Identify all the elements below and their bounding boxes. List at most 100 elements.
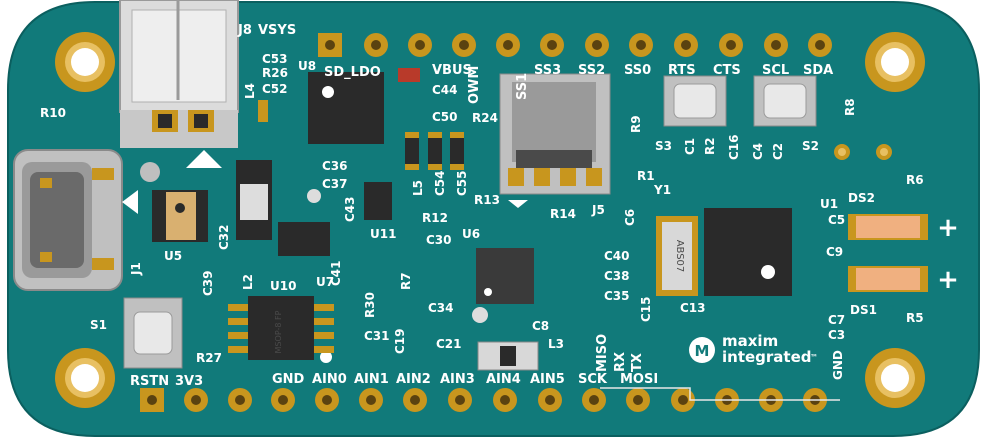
silk-top-sd_ldo: SD_LDO (324, 65, 381, 80)
vbus-led (398, 68, 420, 82)
refdes-c44: C44 (432, 83, 458, 97)
header-pin-bottom-0 (140, 388, 164, 412)
refdes-c53: C53 (262, 52, 288, 66)
refdes-c38: C38 (604, 269, 630, 283)
y1-crystal: ABS07 (656, 216, 698, 296)
header-pin-bottom-11 (626, 388, 650, 412)
refdes-r9: R9 (629, 115, 643, 133)
plus-ds2: + (937, 213, 959, 243)
refdes-c6: C6 (623, 209, 637, 226)
u11-chip (364, 182, 392, 220)
silk-top-ss0: SS0 (624, 63, 651, 78)
refdes-c37: C37 (322, 177, 348, 191)
header-pin-top-0 (318, 33, 342, 57)
header-pin-bottom-8 (493, 388, 517, 412)
cap-row-l5 (405, 132, 464, 170)
refdes-c41: C41 (329, 260, 343, 286)
header-pin-bottom-5 (359, 388, 383, 412)
header-pin-bottom-3 (271, 388, 295, 412)
refdes-c50: C50 (432, 110, 458, 124)
refdes-c19: C19 (393, 328, 407, 354)
silk-bottom-3v3: 3V3 (175, 374, 203, 389)
refdes-u7: U7 (316, 275, 334, 289)
s1-reset-button[interactable] (123, 297, 183, 369)
header-pin-top-9 (719, 33, 743, 57)
refdes-u5: U5 (164, 249, 182, 263)
crystal-mark: ABS07 (674, 240, 685, 273)
sd-card-socket (119, 0, 239, 148)
refdes-c7: C7 (828, 313, 845, 327)
header-pin-bottom-9 (538, 388, 562, 412)
silk-bottom-sck: SCK (578, 372, 608, 387)
refdes-r24: R24 (472, 111, 498, 125)
bottom-header-pins (140, 388, 827, 412)
usb-c-connector (13, 149, 123, 291)
silk-top-vsys: VSYS (258, 23, 296, 38)
vias (834, 144, 892, 160)
refdes-l5: L5 (411, 180, 425, 196)
refdes-u10: U10 (270, 279, 296, 293)
l4-inductor (258, 100, 268, 122)
refdes-c52: C52 (262, 82, 288, 96)
refdes-c31: C31 (364, 329, 390, 343)
s2-button[interactable] (753, 75, 817, 127)
refdes-l2: L2 (241, 274, 255, 290)
header-pin-top-7 (629, 33, 653, 57)
silk-uart-rx: RX (613, 352, 628, 372)
refdes-u8: U8 (298, 59, 316, 73)
brand-line1: maxim (722, 332, 778, 350)
refdes-c9: C9 (826, 245, 843, 259)
refdes-r26: R26 (262, 66, 288, 80)
s3-button[interactable] (663, 75, 727, 127)
refdes-r2: R2 (703, 137, 717, 155)
ds1-led (848, 266, 928, 292)
maxim-logo-glyph: M (695, 342, 710, 360)
header-pin-bottom-6 (403, 388, 427, 412)
refdes-r12: R12 (422, 211, 448, 225)
mounting-hole-bottom-left (55, 348, 115, 408)
u6-chip (476, 248, 534, 304)
header-pin-top-1 (364, 33, 388, 57)
uart-trace (600, 387, 840, 401)
refdes-c16: C16 (727, 134, 741, 160)
silk-bottom-mosi: MOSI (620, 372, 658, 387)
silk-triangle-up (186, 150, 222, 168)
header-pin-top-10 (764, 33, 788, 57)
refdes-l3: L3 (548, 337, 564, 351)
silk-bottom-gnd: GND (272, 372, 305, 387)
refdes-c55: C55 (455, 170, 469, 196)
top-header-pins (318, 33, 832, 57)
refdes-c15: C15 (639, 296, 653, 322)
header-pin-bottom-12 (671, 388, 695, 412)
refdes-l4: L4 (243, 83, 257, 99)
silk-top-rts: RTS (668, 63, 696, 78)
header-pin-bottom-4 (315, 388, 339, 412)
brand-tm: ™ (810, 353, 818, 362)
refdes-r7: R7 (399, 272, 413, 290)
header-pin-bottom-10 (582, 388, 606, 412)
silk-uart-miso: MISO (595, 334, 610, 372)
refdes-r5: R5 (906, 311, 924, 325)
u10-chip: MSOP-8 FP (228, 296, 334, 360)
u7-chip (278, 222, 330, 256)
ds2-led (848, 214, 928, 240)
header-pin-top-4 (496, 33, 520, 57)
silk-top-ss2: SS2 (578, 63, 605, 78)
refdes-c30: C30 (426, 233, 452, 247)
silk-top-j8: J8 (237, 23, 252, 38)
silk-bottom-ain5: AIN5 (530, 372, 565, 387)
gnd-right-label: GND (831, 350, 845, 380)
brand-line2: integrated (722, 348, 812, 366)
refdes-c2: C2 (771, 143, 785, 160)
silk-top-cts: CTS (713, 63, 741, 78)
u8-chip (308, 72, 384, 144)
silk-dot-a (140, 162, 160, 182)
silk-bottom-ain4: AIN4 (486, 372, 521, 387)
refdes-c21: C21 (436, 337, 462, 351)
refdes-c32: C32 (217, 224, 231, 250)
refdes-ds2: DS2 (848, 191, 875, 205)
refdes-s1: S1 (90, 318, 107, 332)
